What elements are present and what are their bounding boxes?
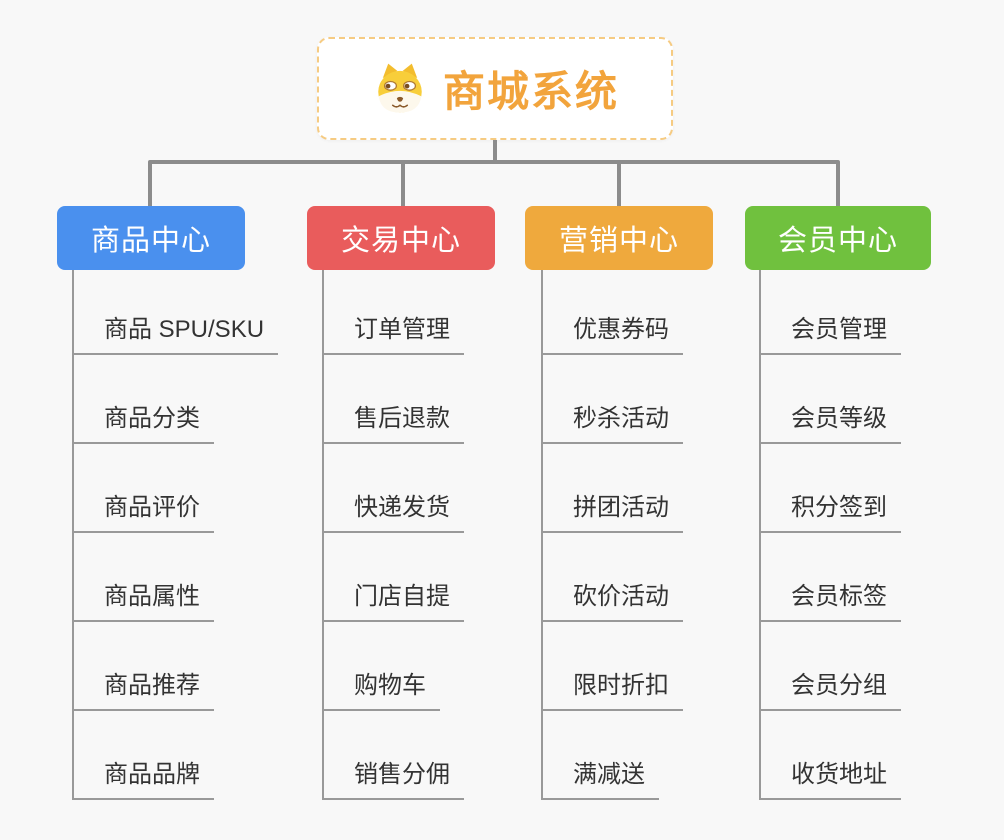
child-node-row: 销售分佣 [322, 711, 558, 800]
child-node-row: 秒杀活动 [541, 355, 777, 444]
branch-node-marketing-center[interactable]: 营销中心 [525, 206, 713, 270]
child-node-bargain-activity[interactable]: 砍价活动 [541, 576, 683, 622]
child-node-row: 砍价活动 [541, 533, 777, 622]
child-node-sales-commission[interactable]: 销售分佣 [322, 754, 464, 800]
branch-node-product-center[interactable]: 商品中心 [57, 206, 245, 270]
child-node-store-pickup[interactable]: 门店自提 [322, 576, 464, 622]
child-node-coupon-code[interactable]: 优惠券码 [541, 309, 683, 355]
child-node-row: 商品推荐 [72, 622, 308, 711]
child-node-member-tags[interactable]: 会员标签 [759, 576, 901, 622]
child-node-row: 门店自提 [322, 533, 558, 622]
branch-children-product-center: 商品 SPU/SKU 商品分类 商品评价 商品属性 商品推荐 商品品牌 [72, 270, 308, 800]
child-node-row: 会员管理 [759, 270, 995, 355]
child-node-row: 会员等级 [759, 355, 995, 444]
branch-children-marketing-center: 优惠券码 秒杀活动 拼团活动 砍价活动 限时折扣 满减送 [541, 270, 777, 800]
root-node-label: 商城系统 [442, 68, 619, 115]
child-node-product-brand[interactable]: 商品品牌 [72, 754, 214, 800]
child-node-limited-time-discount[interactable]: 限时折扣 [541, 665, 683, 711]
child-node-row: 满减送 [541, 711, 777, 800]
child-node-flash-sale[interactable]: 秒杀活动 [541, 398, 683, 444]
branch-label: 交易中心 [340, 225, 461, 257]
child-node-row: 商品评价 [72, 444, 308, 533]
branch-node-trade-center[interactable]: 交易中心 [307, 206, 495, 270]
child-node-row: 订单管理 [322, 270, 558, 355]
child-node-points-checkin[interactable]: 积分签到 [759, 487, 901, 533]
child-node-order-management[interactable]: 订单管理 [322, 309, 464, 355]
branch-children-trade-center: 订单管理 售后退款 快递发货 门店自提 购物车 销售分佣 [322, 270, 558, 800]
child-node-row: 商品品牌 [72, 711, 308, 800]
child-node-express-delivery[interactable]: 快递发货 [322, 487, 464, 533]
branch-children-member-center: 会员管理 会员等级 积分签到 会员标签 会员分组 收货地址 [759, 270, 995, 800]
child-node-row: 拼团活动 [541, 444, 777, 533]
connector-drop-member [836, 162, 840, 206]
connector-drop-trade [401, 162, 405, 206]
child-node-member-management[interactable]: 会员管理 [759, 309, 901, 355]
child-node-spend-and-save[interactable]: 满减送 [541, 754, 659, 800]
child-node-row: 收货地址 [759, 711, 995, 800]
child-node-row: 商品分类 [72, 355, 308, 444]
child-node-row: 快递发货 [322, 444, 558, 533]
child-node-row: 购物车 [322, 622, 558, 711]
branch-label: 商品中心 [90, 225, 211, 257]
child-node-product-spu-sku[interactable]: 商品 SPU/SKU [72, 309, 279, 355]
child-node-row: 优惠券码 [541, 270, 777, 355]
child-node-row: 商品属性 [72, 533, 308, 622]
child-node-row: 商品 SPU/SKU [72, 270, 308, 355]
child-node-row: 会员标签 [759, 533, 995, 622]
connector-root-drop [493, 140, 497, 162]
child-node-member-level[interactable]: 会员等级 [759, 398, 901, 444]
child-node-member-groups[interactable]: 会员分组 [759, 665, 901, 711]
child-node-product-category[interactable]: 商品分类 [72, 398, 214, 444]
child-node-row: 积分签到 [759, 444, 995, 533]
child-node-shopping-cart[interactable]: 购物车 [322, 665, 440, 711]
child-node-shipping-address[interactable]: 收货地址 [759, 754, 901, 800]
branch-label: 会员中心 [777, 225, 898, 257]
child-node-row: 会员分组 [759, 622, 995, 711]
connector-drop-marketing [617, 162, 621, 206]
dog-face-icon [378, 63, 422, 113]
branch-node-member-center[interactable]: 会员中心 [745, 206, 931, 270]
child-node-row: 限时折扣 [541, 622, 777, 711]
child-node-group-buy[interactable]: 拼团活动 [541, 487, 683, 533]
connector-rail [148, 160, 840, 164]
branch-label: 营销中心 [558, 225, 679, 257]
root-node-mall-system[interactable]: 商城系统 [317, 37, 673, 140]
connector-drop-product [148, 162, 152, 206]
child-node-row: 售后退款 [322, 355, 558, 444]
child-node-product-attribute[interactable]: 商品属性 [72, 576, 214, 622]
child-node-product-review[interactable]: 商品评价 [72, 487, 214, 533]
child-node-aftersale-refund[interactable]: 售后退款 [322, 398, 464, 444]
child-node-product-recommend[interactable]: 商品推荐 [72, 665, 214, 711]
